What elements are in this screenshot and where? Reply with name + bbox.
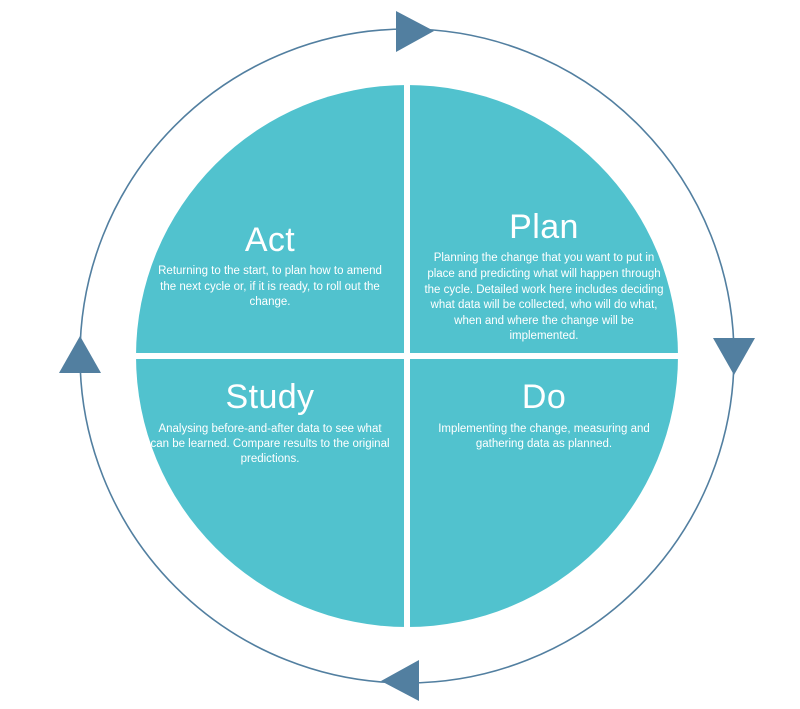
- quadrant-divider-horizontal: [136, 353, 678, 359]
- quadrant-act-title: Act: [244, 220, 296, 259]
- quadrant-study-body: Analysing before-and-after data to see w…: [150, 422, 390, 466]
- arrow-left-icon: [381, 660, 419, 701]
- quadrant-study-content: Study Analysing before-and-after data to…: [136, 379, 404, 467]
- quadrant-plan-content: Plan Planning the change that you want t…: [410, 207, 678, 345]
- quadrant-study[interactable]: Study Analysing before-and-after data to…: [136, 359, 404, 627]
- arrow-right-icon: [396, 11, 434, 52]
- quadrant-study-title: Study: [225, 378, 315, 416]
- quadrant-act-content: Act Returning to the start, to plan how …: [136, 220, 404, 310]
- quadrant-do-body: Implementing the change, measuring and g…: [438, 422, 650, 450]
- quadrant-plan[interactable]: Plan Planning the change that you want t…: [410, 85, 678, 353]
- quadrant-act[interactable]: Act Returning to the start, to plan how …: [136, 85, 404, 353]
- arrow-down-icon: [713, 338, 755, 375]
- quadrant-plan-title: Plan: [509, 207, 579, 246]
- quadrant-plan-body: Planning the change that you want to put…: [424, 252, 664, 343]
- arrow-up-icon: [59, 336, 101, 373]
- quadrant-do-content: Do Implementing the change, measuring an…: [410, 379, 678, 452]
- quadrant-act-body: Returning to the start, to plan how to a…: [158, 265, 382, 308]
- quadrant-do-title: Do: [521, 378, 567, 416]
- cycle-wheel: Act Returning to the start, to plan how …: [136, 85, 678, 627]
- quadrant-do[interactable]: Do Implementing the change, measuring an…: [410, 359, 678, 627]
